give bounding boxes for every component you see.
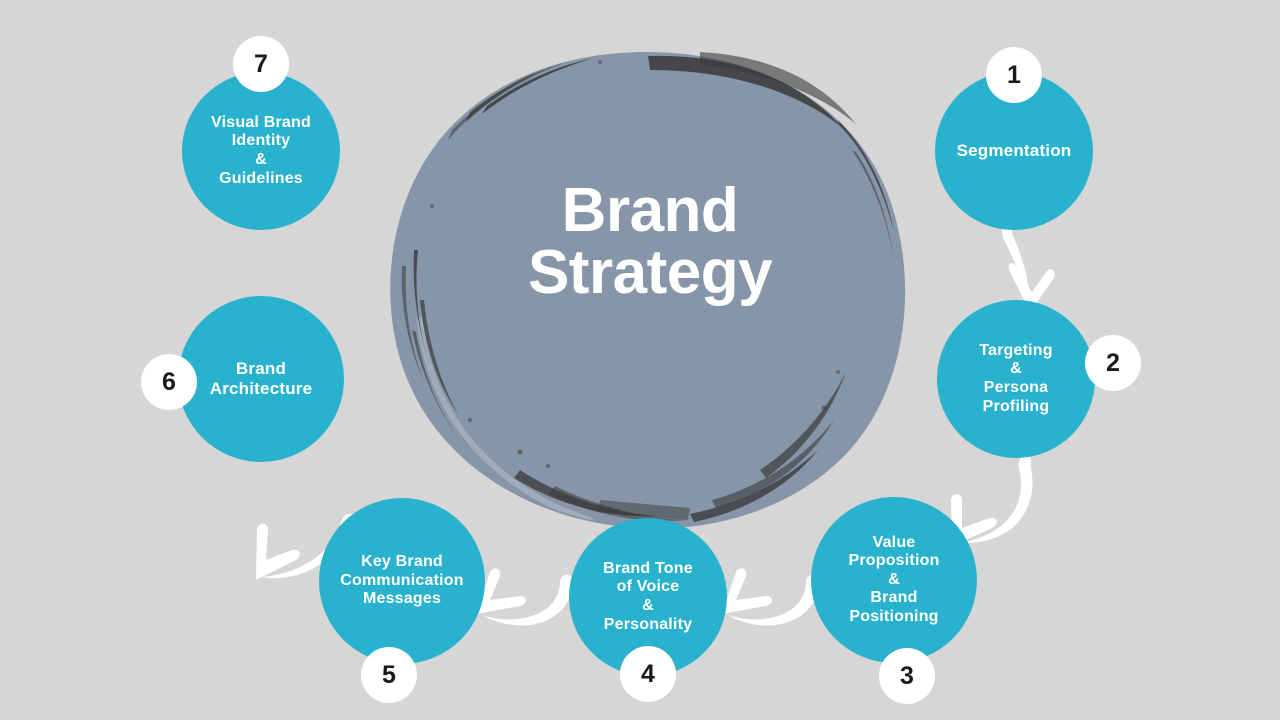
node-2-targeting[interactable]: Targeting & Persona Profiling	[937, 300, 1095, 458]
badge-7-number: 7	[254, 49, 268, 78]
node-1-label: Segmentation	[956, 141, 1072, 161]
badge-7[interactable]: 7	[233, 36, 289, 92]
badge-5-number: 5	[382, 660, 396, 689]
node-3-value-proposition[interactable]: Value Proposition & Brand Positioning	[811, 497, 977, 663]
badge-3-number: 3	[900, 661, 914, 690]
badge-5[interactable]: 5	[361, 647, 417, 703]
badge-6[interactable]: 6	[141, 354, 197, 410]
brush-circle	[390, 49, 906, 529]
badge-4-number: 4	[641, 659, 655, 688]
node-3-label: Value Proposition & Brand Positioning	[848, 533, 940, 625]
node-2-label: Targeting & Persona Profiling	[979, 341, 1053, 415]
node-7-visual-brand-identity[interactable]: Visual Brand Identity & Guidelines	[182, 72, 340, 230]
node-7-label: Visual Brand Identity & Guidelines	[211, 113, 311, 187]
badge-6-number: 6	[162, 367, 176, 396]
badge-3[interactable]: 3	[879, 648, 935, 704]
node-5-key-brand-messages[interactable]: Key Brand Communication Messages	[319, 498, 485, 664]
badge-1-number: 1	[1007, 60, 1021, 89]
arrow-2-to-3	[951, 455, 1033, 546]
node-5-label: Key Brand Communication Messages	[340, 553, 464, 608]
badge-1[interactable]: 1	[986, 47, 1042, 103]
arrow-1-to-2	[1002, 222, 1055, 312]
badge-2[interactable]: 2	[1085, 335, 1141, 391]
arrow-3-to-4	[722, 568, 821, 626]
node-6-brand-architecture[interactable]: Brand Architecture	[178, 296, 344, 462]
node-4-brand-tone-of-voice[interactable]: Brand Tone of Voice & Personality	[569, 518, 727, 676]
node-6-label: Brand Architecture	[209, 359, 313, 398]
arrow-4-to-5	[476, 568, 575, 626]
brush-streaks	[401, 52, 895, 522]
node-4-label: Brand Tone of Voice & Personality	[603, 559, 693, 633]
brush-body	[390, 51, 906, 529]
badge-2-number: 2	[1106, 348, 1120, 377]
badge-4[interactable]: 4	[620, 646, 676, 702]
